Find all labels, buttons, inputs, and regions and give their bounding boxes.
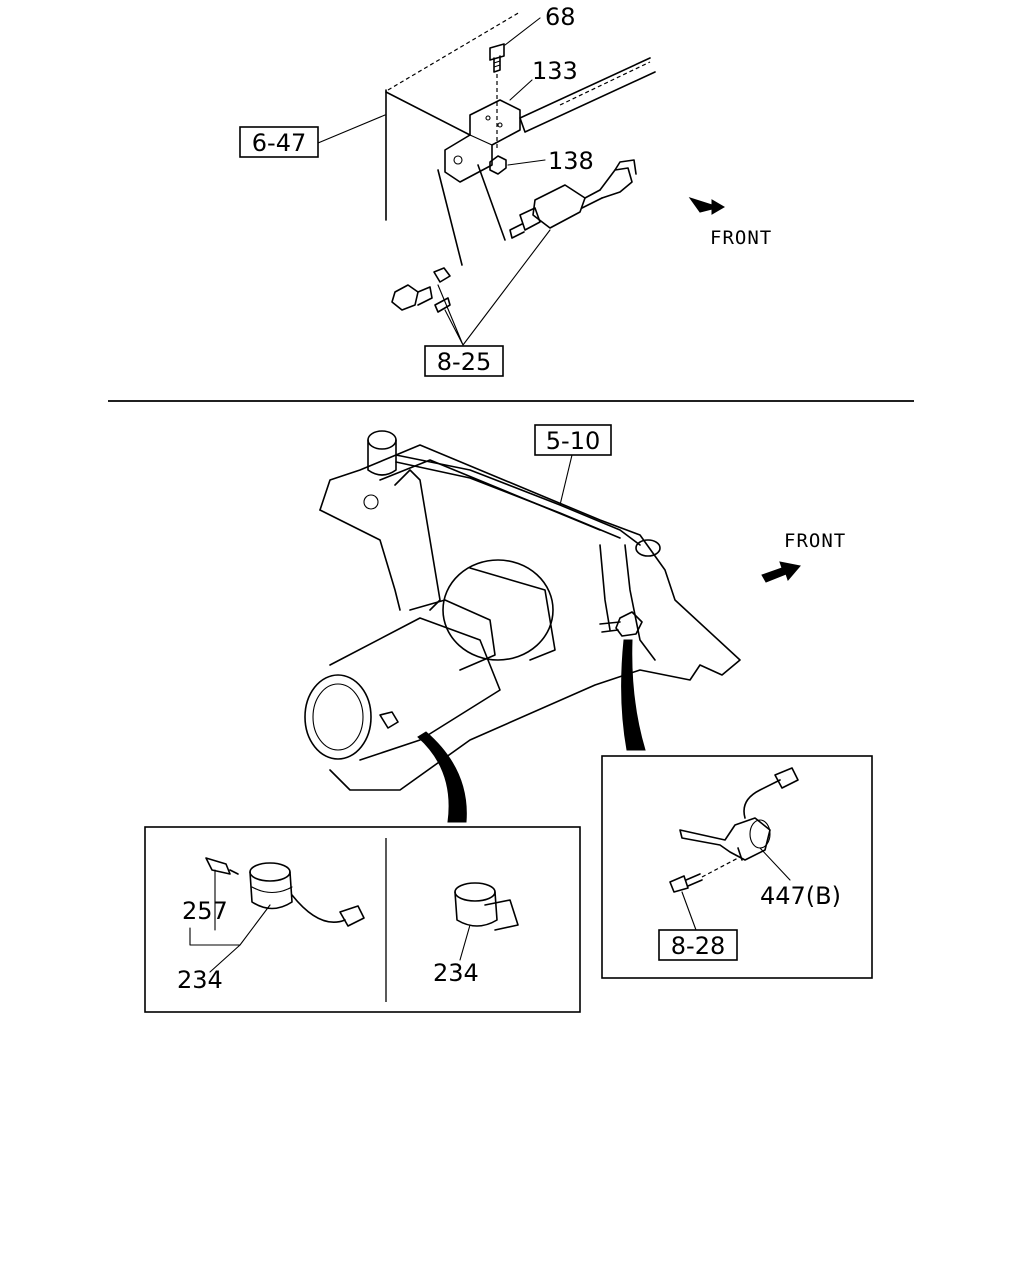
chassis-outline: [319, 444, 741, 791]
bolt-68: [489, 43, 505, 73]
motor-body: [329, 617, 501, 761]
bracket-hole-small: [485, 115, 491, 121]
bracket-hole-small: [497, 122, 503, 128]
grommet: [391, 284, 419, 311]
top-view: 6-47 8-25 68 133 138 FRONT: [239, 3, 772, 377]
sensor-234-cable: [291, 894, 346, 924]
leader-8-28: [681, 891, 697, 931]
front-label: FRONT: [784, 530, 846, 552]
ref-label-6-47: 6-47: [252, 129, 306, 157]
clip: [433, 267, 451, 283]
ref-label-5-10: 5-10: [546, 427, 600, 455]
sensor-234b-body: [454, 891, 498, 927]
leader-6-47: [317, 114, 386, 144]
pin-257: [205, 857, 231, 875]
frame-bottom-edge: [385, 91, 471, 136]
leader-68: [504, 17, 541, 46]
leader-133: [509, 79, 533, 101]
sensor-234b-connector: [484, 899, 519, 931]
bottom-view: 5-10 FRONT 257 234 234: [144, 424, 873, 1013]
ref-box-5-10: [534, 424, 612, 456]
leader-arrow-left: [417, 731, 467, 823]
tank-cap: [367, 430, 397, 450]
sensor-447b-post: [737, 847, 743, 861]
cable-line: [437, 169, 463, 266]
motor-end-inner: [312, 683, 364, 751]
tank-body: [367, 439, 397, 476]
frame-rail-hidden: [559, 61, 651, 106]
drum-edge: [469, 567, 556, 661]
front-arrow-icon: [761, 561, 801, 583]
leader-138: [507, 159, 546, 166]
leader-447b: [759, 847, 791, 881]
leader-257-234: [189, 869, 271, 946]
callout-133: 133: [532, 57, 578, 85]
pin-257-tip: [229, 869, 239, 875]
bracket-hole: [453, 155, 463, 165]
leader-arrow-right: [621, 639, 646, 751]
ref-label-8-25: 8-25: [437, 348, 491, 376]
chassis-upper-rail: [379, 459, 601, 531]
cable-line: [477, 164, 506, 241]
frame-hole: [363, 494, 379, 510]
sensor: [509, 159, 637, 239]
callout-138: 138: [548, 147, 594, 175]
leader-234: [209, 944, 241, 973]
clip-b: [434, 297, 451, 313]
sensor-447b-cable: [743, 779, 781, 819]
frame-sensor-fitting: [599, 621, 621, 633]
pipe-vertical: [599, 544, 611, 631]
chassis-left: [319, 509, 401, 611]
pipe-upper-b: [395, 461, 621, 539]
bolt-8-28: [669, 875, 689, 893]
cross-member: [394, 469, 441, 611]
callout-447b: 447(B): [760, 882, 841, 910]
motor-sensor: [379, 711, 399, 729]
reservoir-cap: [635, 539, 661, 557]
sensor-234-body: [249, 871, 293, 910]
sensor-447b: [679, 817, 771, 861]
sensor-447b-connector: [774, 767, 799, 789]
leader-5-10: [559, 454, 573, 506]
callout-257: 257: [182, 897, 228, 925]
nut-138: [489, 155, 507, 175]
ref-box-8-25: [424, 345, 504, 377]
callout-234: 234: [177, 966, 223, 994]
callout-234-b: 234: [433, 959, 479, 987]
front-arrow-icon: [688, 197, 725, 215]
motor-top-unit: [409, 599, 496, 671]
leader-234b: [459, 924, 471, 961]
bracket: [444, 99, 521, 183]
motor-end: [304, 674, 372, 760]
bolt-8-28-shaft: [685, 873, 703, 887]
frame-dashed-edge: [387, 11, 521, 91]
sensor-234-ring: [251, 886, 293, 894]
callout-68: 68: [545, 3, 576, 31]
ref-label-8-28: 8-28: [671, 932, 725, 960]
ref-box-8-28: [658, 929, 738, 961]
drum-outer: [442, 559, 554, 661]
ref-box-6-47: [239, 126, 319, 158]
frame-rail: [519, 57, 656, 133]
front-label: FRONT: [710, 227, 772, 249]
leader-8-25: [437, 229, 551, 346]
frame-sensor: [615, 611, 643, 637]
grommet-shaft: [417, 286, 433, 306]
sensor-234-connector: [339, 905, 365, 927]
bracket-fold: [469, 134, 493, 146]
